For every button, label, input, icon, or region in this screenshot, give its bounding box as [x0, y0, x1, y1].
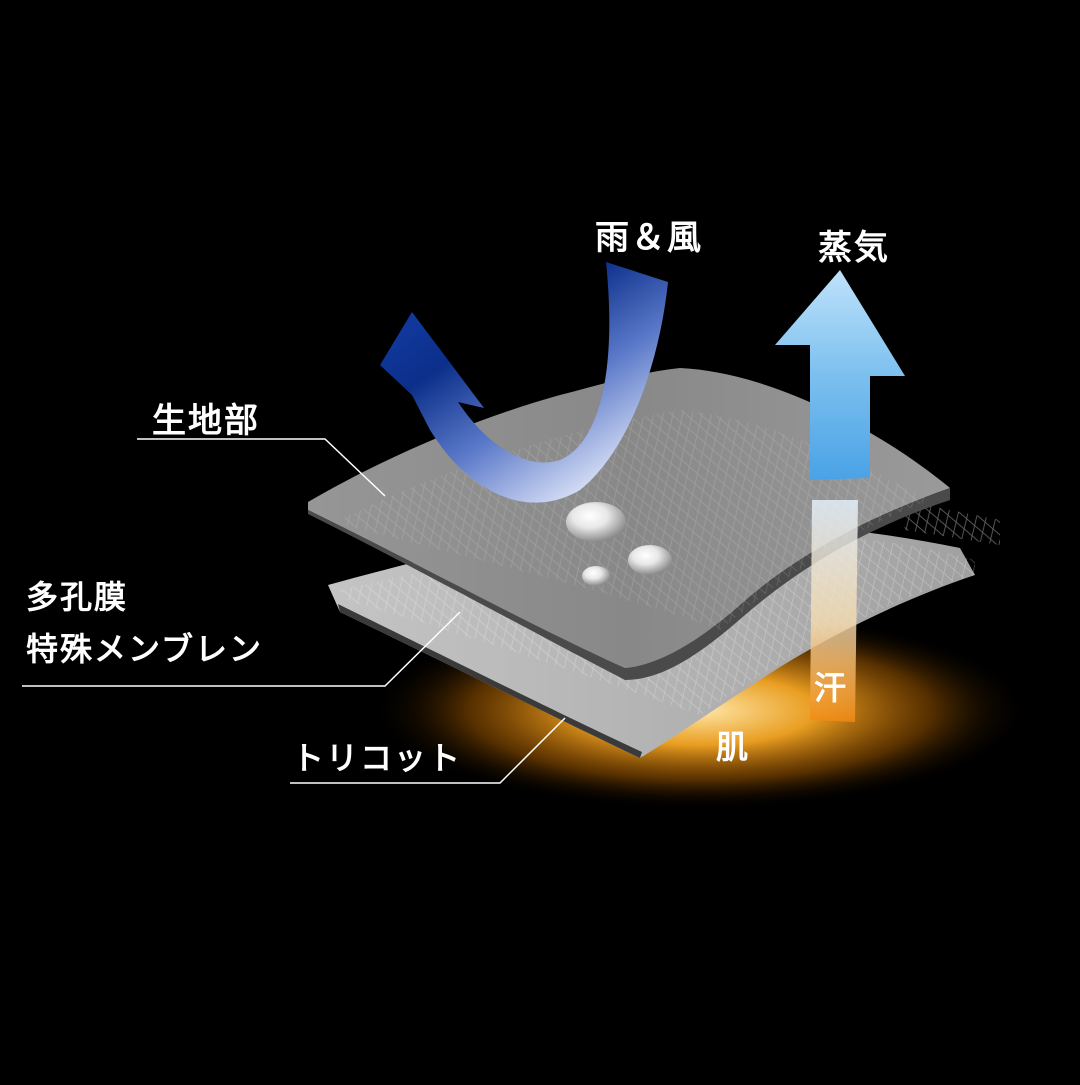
membrane-layer-edge: [338, 604, 642, 758]
membrane-label-line2: 特殊メンブレン: [26, 630, 264, 668]
rain-wind-label: 雨＆風: [595, 218, 703, 258]
membrane-label-line1: 多孔膜: [26, 578, 129, 616]
vapor-up-arrow-icon: [775, 270, 905, 480]
water-droplet-icon: [628, 545, 672, 575]
water-droplet-icon: [582, 566, 610, 586]
membrane-callout-line: [22, 611, 461, 687]
sweat-label: 汗: [814, 669, 849, 707]
water-droplet-icon: [566, 502, 626, 542]
fabric-label: 生地部: [152, 401, 260, 441]
rain-wind-deflect-arrow-icon: [380, 262, 668, 503]
fabric-callout-line: [137, 438, 386, 497]
skin-label: 肌: [716, 728, 751, 766]
tricot-label: トリコット: [292, 739, 463, 777]
vapor-label: 蒸気: [818, 228, 890, 268]
mesh-fringe: [900, 500, 1000, 545]
sweat-column: [810, 500, 858, 722]
tricot-callout-line: [290, 717, 566, 784]
